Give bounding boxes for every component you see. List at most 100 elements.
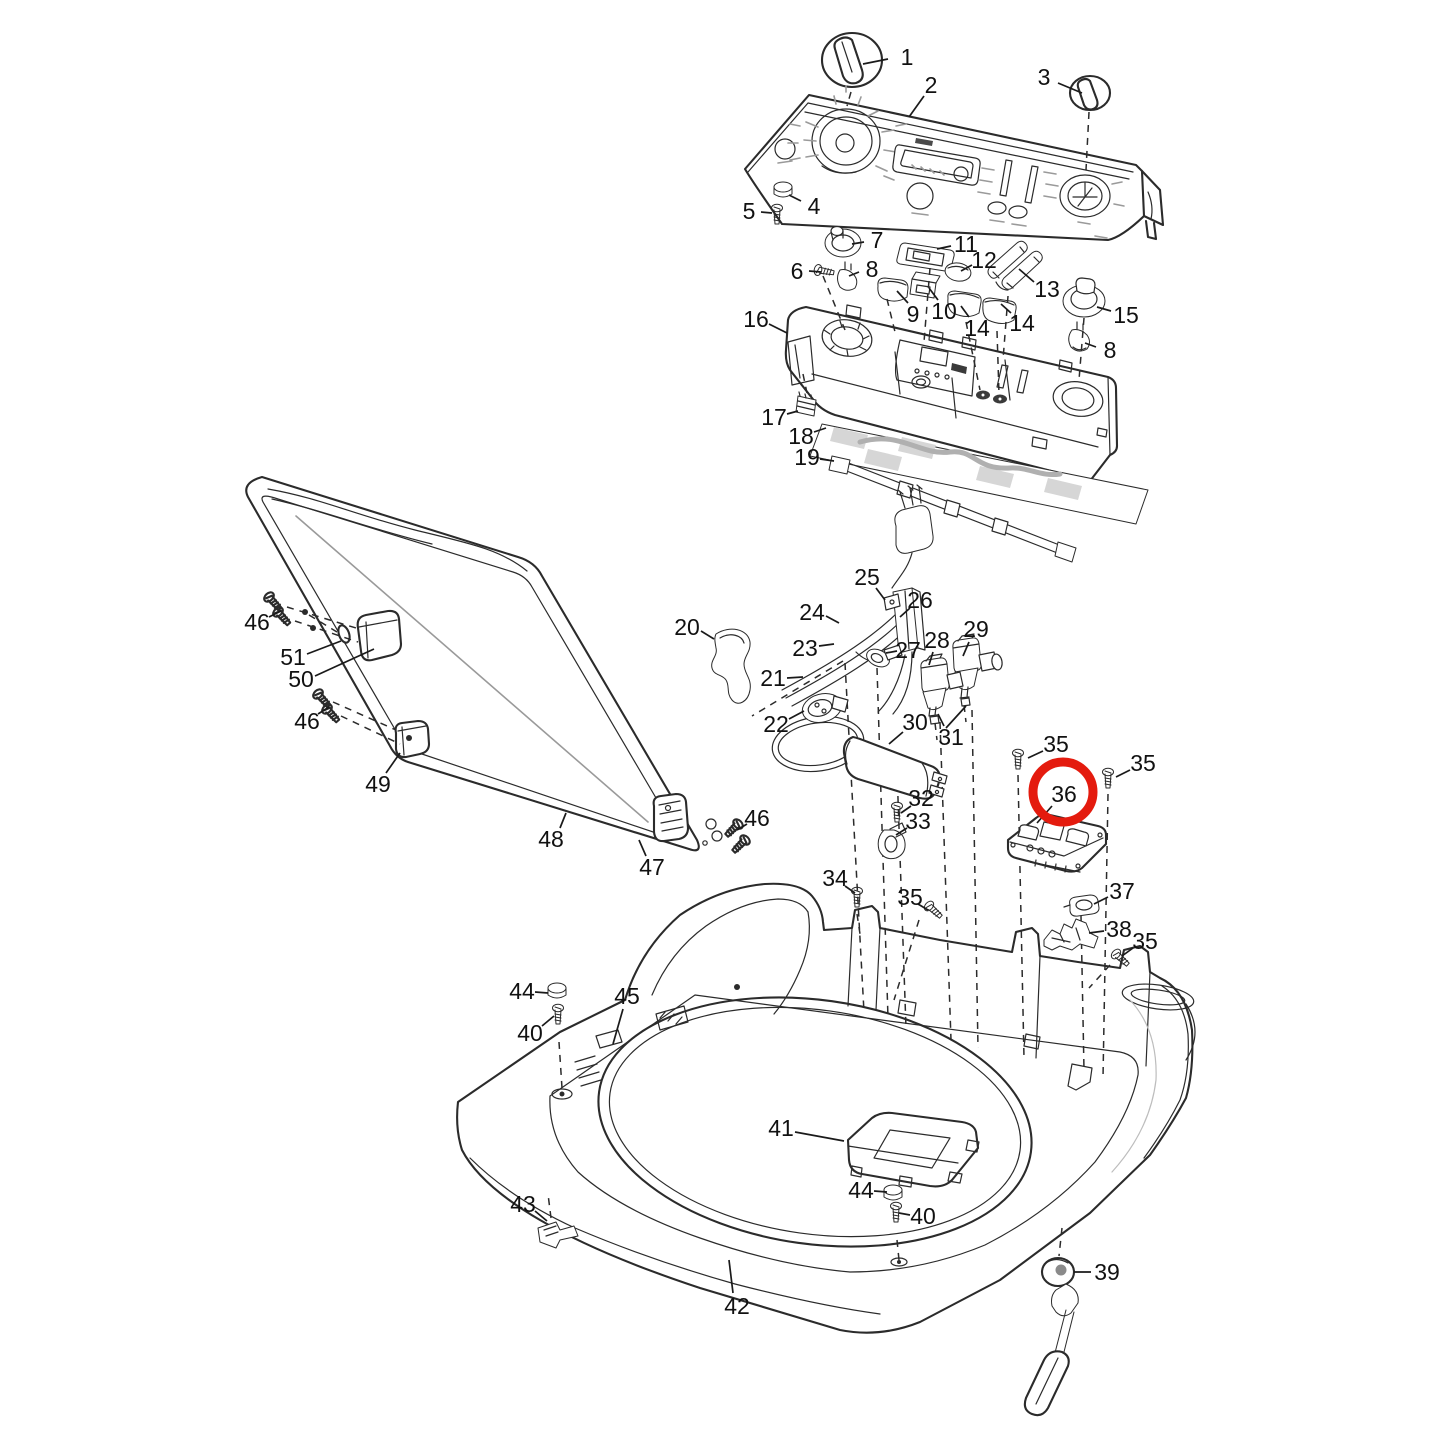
- wire-clip-20: [711, 628, 751, 704]
- part-label-48: 48: [538, 826, 564, 852]
- part-label-35: 35: [1132, 928, 1158, 954]
- links-13: [987, 240, 1043, 291]
- screw-35a: [1012, 748, 1024, 770]
- part-label-45: 45: [614, 983, 640, 1009]
- button-12: [944, 262, 972, 282]
- leader-line-41: [794, 1131, 845, 1142]
- knob-3: [1068, 74, 1112, 112]
- part-label-30: 30: [902, 709, 928, 735]
- part-label-9: 9: [907, 301, 920, 327]
- part-label-35: 35: [1043, 731, 1069, 757]
- clip-8b: [1068, 321, 1090, 352]
- screw-35c: [921, 898, 946, 922]
- button-14b: [982, 297, 1017, 324]
- highlight-circle-part-36: [1028, 757, 1098, 827]
- membrane-sheet-18: [809, 423, 1149, 525]
- leader-line-21: [786, 676, 804, 679]
- leader-line-23: [818, 643, 835, 647]
- part-label-20: 20: [674, 614, 700, 640]
- button-14a: [947, 290, 982, 317]
- part-label-46: 46: [294, 708, 320, 734]
- leader-line-47: [638, 839, 647, 857]
- leader-line-31: [945, 705, 967, 729]
- clamp-33: [877, 822, 907, 860]
- part-label-5: 5: [743, 198, 756, 224]
- leader-line-9: [896, 290, 909, 304]
- part-label-35: 35: [1130, 750, 1156, 776]
- leader-line-43: [534, 1210, 548, 1222]
- part-label-21: 21: [760, 665, 786, 691]
- clip-17: [795, 391, 817, 417]
- lid-magnet-47: [652, 792, 690, 843]
- screw-35b: [1102, 767, 1114, 789]
- dispenser-41: [846, 1111, 980, 1188]
- leader-line-3: [1057, 82, 1083, 94]
- leader-line-13: [1018, 268, 1035, 283]
- leader-line-44: [873, 1190, 888, 1193]
- timer-pod-7: [824, 225, 862, 258]
- leader-line-19: [819, 458, 835, 462]
- part-label-14: 14: [964, 315, 990, 341]
- power-cord-assembly: [771, 484, 934, 773]
- leader-line-10: [928, 287, 939, 301]
- leader-line-4: [788, 194, 802, 202]
- leader-line-28: [928, 651, 934, 666]
- leader-line-46: [317, 706, 330, 715]
- cap-44a: [547, 982, 567, 999]
- capacitor-30: [842, 735, 948, 800]
- part-label-51: 51: [280, 644, 306, 670]
- leader-line-18: [813, 427, 827, 433]
- leader-line-44: [534, 991, 549, 994]
- lid-lever-39: [1023, 1256, 1079, 1417]
- leader-line-40: [541, 1015, 555, 1027]
- water-valves: [920, 633, 1003, 725]
- leader-line-46: [736, 823, 748, 831]
- clip-37: [1063, 894, 1100, 917]
- part-label-26: 26: [907, 587, 933, 613]
- leader-line-27: [885, 650, 898, 654]
- valve-29: [952, 633, 1003, 707]
- part-label-35: 35: [897, 884, 923, 910]
- fasteners: [851, 748, 1133, 970]
- leader-line-35: [1121, 947, 1134, 957]
- part-label-12: 12: [971, 247, 997, 273]
- part-label-23: 23: [792, 635, 818, 661]
- part-label-17: 17: [761, 404, 787, 430]
- part-label-41: 41: [768, 1115, 794, 1141]
- part-label-15: 15: [1113, 302, 1139, 328]
- leader-line-32: [900, 805, 912, 814]
- leader-line-30: [888, 731, 904, 745]
- leader-line-12: [960, 264, 973, 272]
- part-label-19: 19: [794, 444, 820, 470]
- part-label-8: 8: [1104, 337, 1117, 363]
- leader-line-45: [612, 1008, 624, 1045]
- leader-line-33: [895, 827, 908, 836]
- leader-line-26: [899, 607, 911, 618]
- part-label-6: 6: [791, 258, 804, 284]
- screw-40a: [552, 1003, 564, 1025]
- control-panel-2: [743, 85, 1165, 242]
- cord-clip-27: [866, 644, 903, 668]
- part-label-7: 7: [871, 227, 884, 253]
- part-label-47: 47: [639, 854, 665, 880]
- cabinet-top-deck-42: [456, 882, 1196, 1334]
- leader-line-35: [1115, 769, 1131, 778]
- wiring-harness-19: [828, 455, 1077, 563]
- leader-line-46: [268, 610, 282, 618]
- part-label-28: 28: [924, 627, 950, 653]
- leader-line-14: [960, 305, 970, 318]
- part-label-44: 44: [848, 1177, 874, 1203]
- leader-line-40: [898, 1212, 911, 1216]
- part-label-37: 37: [1109, 878, 1135, 904]
- leader-line-15: [1096, 306, 1112, 312]
- part-label-40: 40: [517, 1020, 543, 1046]
- part-label-46: 46: [744, 805, 770, 831]
- deck-small-parts: [537, 982, 903, 1249]
- part-label-24: 24: [799, 599, 825, 625]
- leader-line-48: [559, 812, 567, 829]
- part-label-13: 13: [1034, 276, 1060, 302]
- part-label-32: 32: [908, 785, 934, 811]
- leader-line-25: [875, 587, 886, 601]
